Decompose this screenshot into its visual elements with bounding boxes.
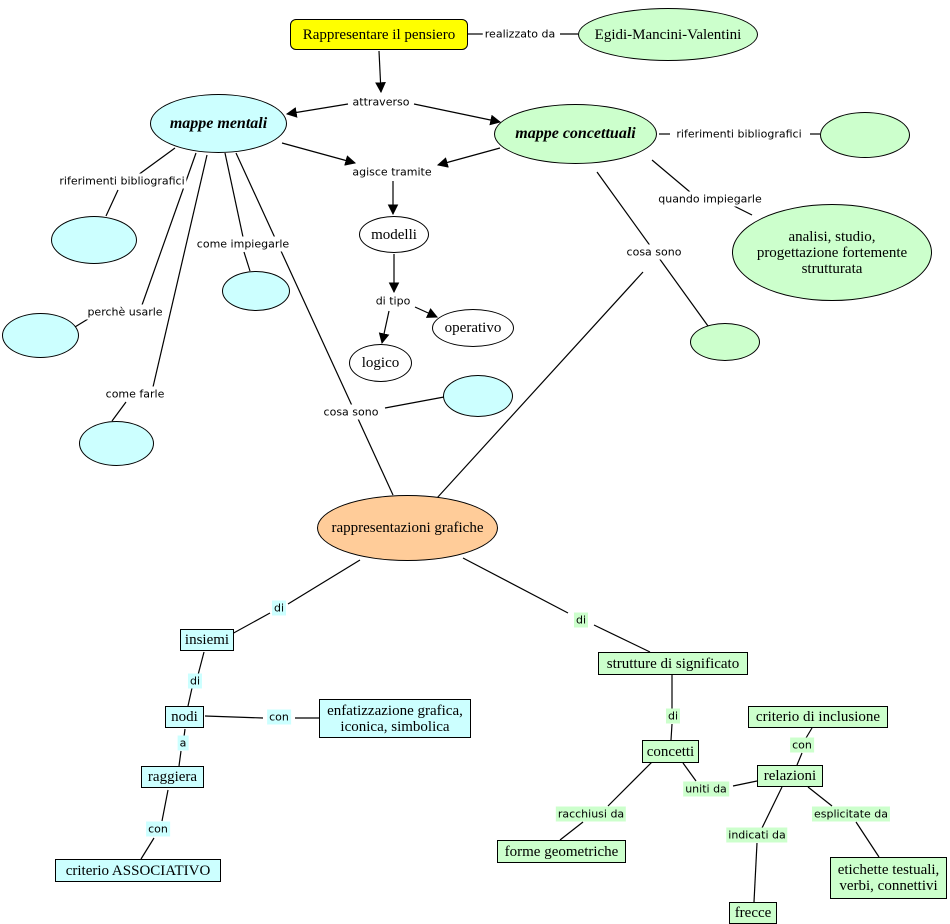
link-label-con-enfatizzazione: con (267, 709, 291, 725)
connector-rifbiblio-to-empty-mm (105, 189, 119, 217)
connector-comefarle-to-empty (111, 401, 127, 422)
connector-di-to-concetti (670, 723, 673, 741)
link-label-riferimenti-bibliografici-mc: riferimenti bibliografici (674, 126, 804, 142)
node-rappresentare-il-pensiero[interactable]: Rappresentare il pensiero (290, 19, 468, 50)
connector-rappr-to-di-left (287, 559, 361, 605)
node-enfatizzazione[interactable]: enfatizzazione grafica, iconica, simboli… (319, 699, 471, 738)
node-mappe-mentali[interactable]: mappe mentali (150, 94, 287, 153)
node-logico[interactable]: logico (349, 344, 412, 382)
connector-con-to-relazioni (796, 752, 803, 766)
node-concetti[interactable]: concetti (642, 740, 699, 763)
node-cosa-sono-mm-empty[interactable] (443, 375, 513, 417)
node-modelli[interactable]: modelli (359, 216, 429, 253)
node-come-impiegarle-empty[interactable] (222, 271, 290, 311)
link-label-di-nodi: di (187, 673, 203, 689)
link-label-come-impiegarle: come impiegarle (194, 236, 292, 252)
link-label-perche-usarle: perchè usarle (85, 304, 165, 320)
link-label-di-tipo: di tipo (373, 293, 413, 309)
link-label-cosa-sono-mm: cosa sono (321, 404, 381, 420)
node-criterio-associativo[interactable]: criterio ASSOCIATIVO (55, 859, 221, 882)
connector-mm-to-perche (141, 152, 197, 306)
link-label-di-strutture: di (573, 612, 589, 628)
connector-attraverso-to-mappe-concettuali (413, 103, 502, 126)
link-label-racchiusi-da: racchiusi da (555, 806, 627, 822)
connector-attraverso-to-mappe-mentali (285, 103, 349, 118)
link-label-indicati-da: indicati da (726, 827, 788, 843)
connector-mm-to-comeimpiegarle (224, 152, 244, 238)
connector-mm-to-rifbiblio (137, 147, 176, 176)
connector-mappe-mentali-to-agisce (281, 142, 357, 166)
connector-racchiusi-to-forme (559, 821, 584, 841)
node-riferimenti-mc-empty[interactable] (820, 112, 910, 158)
link-label-attraverso: attraverso (350, 94, 412, 110)
link-label-agisce-tramite: agisce tramite (350, 164, 434, 180)
node-egidi-mancini-valentini[interactable]: Egidi-Mancini-Valentini (578, 8, 758, 61)
node-insiemi[interactable]: insiemi (180, 629, 234, 651)
node-nodi[interactable]: nodi (165, 706, 204, 728)
node-etichette-testuali[interactable]: etichette testuali, verbi, connettivi (830, 857, 947, 899)
connector-di-to-nodi (187, 687, 193, 707)
connector-ditipo-to-logico (378, 310, 390, 345)
node-rappresentazioni-grafiche[interactable]: rappresentazioni grafiche (317, 495, 498, 561)
connector-insiemi-to-di (197, 651, 205, 676)
connector-cosasono-mc-to-rappresentazioni (436, 271, 644, 499)
connector-mm-to-rappresentazioni (235, 152, 394, 496)
connector-raggiera-to-con (161, 789, 169, 822)
connector-comeimpiegarle-to-empty (243, 251, 251, 272)
connector-mm-to-comefarle (152, 154, 208, 388)
link-label-di-insiemi: di (271, 600, 287, 616)
node-come-farle-empty[interactable] (79, 421, 154, 466)
connector-mappe-concettuali-to-agisce (436, 147, 501, 168)
connector-esplicitate-to-etichette (855, 821, 880, 858)
link-label-esplicitate-da: esplicitate da (811, 806, 891, 822)
connector-di-right-to-strutture (593, 624, 651, 653)
node-riferimenti-mm-empty[interactable] (51, 216, 137, 264)
connector-uniti-to-relazioni (732, 780, 758, 787)
connector-nodi-to-con (204, 715, 264, 719)
connector-a-to-raggiera (178, 750, 182, 767)
connector-criterio-to-con (805, 727, 813, 739)
connector-relazioni-to-esplicitate (807, 786, 833, 807)
node-analisi-studio[interactable]: analisi, studio, progettazione fortement… (732, 204, 932, 301)
connector-ditipo-to-operativo (414, 306, 438, 318)
connector-con-to-criterio (140, 837, 155, 860)
node-cosa-sono-mc-empty[interactable] (690, 323, 760, 361)
node-strutture-di-significato[interactable]: strutture di significato (598, 652, 748, 675)
node-operativo[interactable]: operativo (432, 309, 514, 347)
node-raggiera[interactable]: raggiera (141, 766, 204, 788)
link-label-con-criterio-associativo: con (146, 821, 170, 837)
link-label-come-farle: come farle (103, 386, 167, 402)
link-label-con-criterio-inclusione: con (790, 737, 814, 753)
node-relazioni[interactable]: relazioni (757, 765, 823, 787)
node-criterio-di-inclusione[interactable]: criterio di inclusione (748, 706, 888, 728)
connector-di-left-to-insiemi (229, 612, 271, 636)
node-frecce[interactable]: frecce (729, 902, 777, 924)
connector-indicati-to-frecce (753, 842, 758, 903)
node-forme-geometriche[interactable]: forme geometriche (497, 840, 626, 863)
link-label-a-raggiera: a (177, 735, 189, 751)
connector-relazioni-to-indicati (761, 786, 783, 829)
connector-concetti-to-racchiusi (607, 761, 653, 807)
node-mappe-concettuali[interactable]: mappe concettuali (494, 104, 657, 164)
connector-cosasono-to-empty-mm (384, 396, 445, 409)
connector-mc-to-quando (651, 159, 691, 193)
link-label-quando-impiegarle: quando impiegarle (656, 191, 764, 207)
link-label-cosa-sono-mc: cosa sono (624, 244, 684, 260)
connector-quando-to-analisi (733, 205, 753, 216)
node-perche-usarle-empty[interactable] (2, 313, 79, 358)
link-label-di-concetti: di (665, 708, 681, 724)
link-label-riferimenti-bibliografici-mm: riferimenti bibliografici (57, 173, 187, 189)
link-label-uniti-da: uniti da (683, 781, 729, 797)
connector-rappresentare-to-attraverso (375, 50, 386, 94)
connector-rappr-to-di-right (462, 557, 569, 614)
link-label-realizzato-da: realizzato da (482, 26, 558, 42)
connector-concetti-to-uniti (682, 762, 697, 782)
